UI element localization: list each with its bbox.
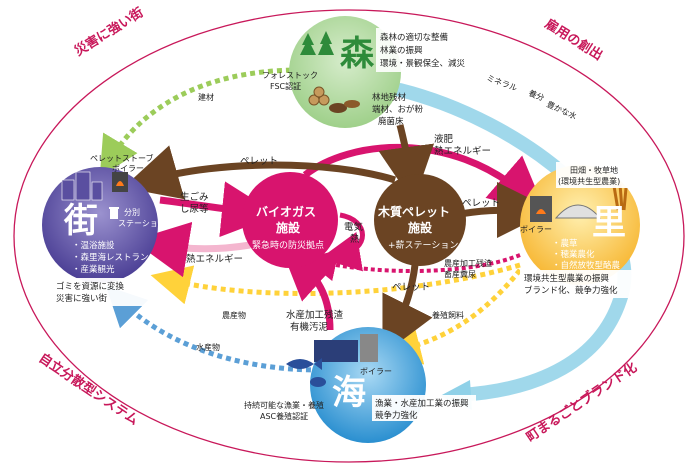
- greenhouse-icon: [554, 204, 602, 219]
- pellet-title-2: 施設: [408, 220, 433, 235]
- machi-bottom-1: ゴミを資源に変換: [56, 281, 125, 292]
- machi-list-2: ・森里海レストラン: [72, 252, 149, 263]
- machi-stove-2: ボイラー: [112, 164, 144, 173]
- machi-list-3: ・産業観光: [72, 264, 115, 275]
- shellfish-icon: [310, 377, 326, 387]
- label-kenzai: 建材: [198, 92, 214, 102]
- umi-bottom-1: 漁業・水産加工業の振興: [375, 398, 469, 409]
- pellet-facility: 木質ペレット 施設 +薪ステーション: [374, 174, 466, 266]
- log-pile-icon: [308, 86, 330, 106]
- tree-icon: [318, 31, 334, 55]
- mori-residue-2: 端材、おが粉: [372, 104, 424, 115]
- flow-youshoku: 養殖飼料: [432, 310, 464, 320]
- sato-hub: 田畑・牧草地 (環境共生型農業) ボイラー 里 ・農草 ・穂業農化 ・自然放牧型…: [520, 162, 642, 298]
- outer-label-bottom-left: 自立分散型システム: [36, 350, 142, 428]
- mori-residue-3: 廃菌床: [378, 116, 404, 127]
- mori-note-2: 林業の振興: [380, 45, 423, 56]
- sato-top-box: [556, 162, 636, 188]
- sato-bottom-1: 環境共生型農業の振興: [524, 273, 610, 284]
- mori-note-3: 環境・景観保全、減災: [380, 58, 466, 69]
- dotted-suisanbutsu-arrow: [105, 285, 321, 373]
- machi-hub: ペレットストーブ ボイラー 街 分別 ステーション ・温浴施設 ・森里海レストラ…: [42, 153, 166, 306]
- flow-nosan-zansa-2: 畜産糞尿: [444, 269, 476, 279]
- boiler-icon: [530, 196, 552, 222]
- flow-mineral-2: 養分: [527, 88, 546, 103]
- heat-left-arrow: [132, 221, 251, 278]
- mori-hub: 森 森林の適切な整備 林業の振興 環境・景観保全、減災 フォレストック FSC認…: [262, 16, 476, 128]
- sato-bottom-box: [520, 270, 642, 298]
- biogas-sub: 緊急時の防災拠点: [252, 239, 324, 251]
- factory-icon: [314, 334, 378, 362]
- flow-mineral-3: 豊かな水: [545, 99, 578, 122]
- machi-title: 街: [63, 201, 98, 241]
- machi-bunbetsu-2: ステーション: [118, 219, 166, 228]
- sato-title: 里: [592, 203, 626, 243]
- umi-bottom-2: 競争力強化: [375, 410, 418, 421]
- flow-nosan-zansa-1: 農産加工残渣: [444, 258, 492, 268]
- outer-label-top-left: 災害に強い街: [72, 4, 147, 59]
- mori-note-1: 森林の適切な整備: [380, 32, 449, 43]
- mori-title: 森: [340, 34, 375, 74]
- dotted-youshoku-arrow: [380, 268, 522, 365]
- sato-list-3: ・自然放牧型酪農: [552, 260, 621, 271]
- machi-bottom-2: 災害に強い街: [56, 293, 108, 304]
- pellet-title-1: 木質ペレット: [377, 204, 450, 219]
- stove-icon: [112, 172, 128, 192]
- flow-mineral-1: ミネラル: [485, 73, 518, 92]
- flow-denki-2: 熱: [350, 233, 360, 245]
- sato-list-2: ・穂業農化: [552, 249, 595, 260]
- suisan-zansa-arrow: [279, 243, 340, 331]
- denki-loop-arrow: [320, 212, 365, 272]
- buildings-icon: [61, 171, 103, 201]
- umi-title: 海: [332, 373, 366, 413]
- residue-arrow: [378, 124, 435, 203]
- pellet-sub: +薪ステーション: [388, 239, 458, 251]
- sato-top-1: 田畑・牧草地: [570, 165, 618, 175]
- umi-hub: ボイラー 海 持続可能な漁業・養殖 ASC養殖認証 漁業・水産加工業の振興 競争…: [244, 327, 476, 443]
- mori-fsc-2: FSC認証: [270, 81, 301, 91]
- mori-fsc-1: フォレストック: [262, 71, 318, 80]
- machi-bunbetsu-1: 分別: [124, 208, 140, 217]
- mushroom-icon: [329, 100, 360, 113]
- grain-icon: [612, 183, 628, 211]
- flow-ekihi-2: 熱エネルギー: [434, 145, 491, 157]
- flow-heat-left: 熱エネルギー: [186, 253, 243, 265]
- flow-suisanbutsu: 水産物: [196, 342, 220, 352]
- mori-residue-1: 林地残材: [372, 92, 407, 103]
- mori-notes-box: [376, 28, 476, 72]
- flow-ekihi-1: 液肥: [434, 133, 454, 145]
- outer-ring: [13, 9, 685, 463]
- outer-label-top-right: 雇用の創出: [542, 16, 606, 64]
- umi-left-1: 持続可能な漁業・養殖: [244, 400, 324, 410]
- sato-boiler: ボイラー: [520, 225, 552, 234]
- trash-bin-icon: [109, 207, 119, 219]
- flow-suisan-zansa-1: 水産加工残渣: [286, 309, 344, 321]
- sato-bottom-2: ブランド化、競争力強化: [524, 285, 618, 296]
- sato-list-1: ・農草: [552, 238, 578, 249]
- umi-boiler: ボイラー: [360, 367, 392, 376]
- biogas-title-1: バイオガス: [256, 204, 316, 219]
- flow-suisan-zansa-2: 有機汚泥: [290, 321, 329, 333]
- flow-denki-1: 電気: [344, 221, 364, 233]
- flow-pellet-top: ペレット: [240, 156, 278, 167]
- sato-top-2: (環境共生型農業): [558, 176, 620, 186]
- fish-icon: [286, 358, 322, 370]
- flow-pellet-right: ペレット: [462, 198, 500, 209]
- machi-bottom-box: [52, 278, 152, 306]
- flow-gomi-1: 生ごみ: [180, 191, 209, 203]
- pellet-top-arrow: [123, 145, 397, 200]
- biogas-facility: バイオガス 施設 緊急時の防災拠点: [242, 172, 338, 268]
- flow-pellet-bottom: ペレット: [392, 282, 430, 293]
- umi-bottom-box: [372, 395, 476, 421]
- pellet-bottom-arrow: [382, 264, 433, 356]
- tree-icon: [300, 33, 316, 55]
- biogas-title-2: 施設: [276, 220, 301, 235]
- flow-nousanbutsu: 農産物: [222, 310, 246, 320]
- machi-list-1: ・温浴施設: [72, 240, 115, 251]
- flow-gomi-2: し尿等: [180, 203, 209, 215]
- umi-left-2: ASC養殖認証: [260, 411, 308, 421]
- machi-stove-1: ペレットストーブ: [90, 153, 154, 163]
